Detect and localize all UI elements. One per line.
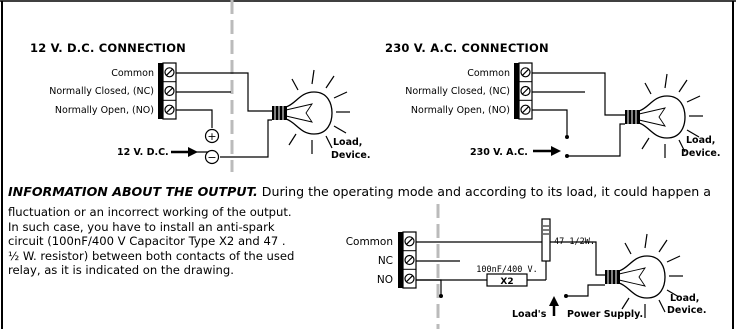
output-info-line-3: In such case, you have to install an ant… xyxy=(8,219,275,234)
ac-supply-label: 230 V. A.C. xyxy=(470,147,528,158)
output-info-line-5: ½ W. resistor) between both contacts of … xyxy=(8,248,295,263)
dc-terminal-block xyxy=(157,62,177,120)
resistor-value-label: 47 1/2W. xyxy=(554,237,595,247)
dc-connection-title: 12 V. D.C. CONNECTION xyxy=(30,41,187,55)
power-supply-arrow-icon xyxy=(549,296,559,306)
snubber-wiring-diagram: Common NC NO X2 100nF/40 xyxy=(346,218,706,320)
dc-terminal-nc-label: Normally Closed, (NC) xyxy=(49,86,154,97)
ac-load-label: Load, xyxy=(686,135,715,146)
dc-minus-symbol: − xyxy=(207,151,216,164)
dc-plus-terminal xyxy=(204,128,220,144)
dc-terminal-no-label: Normally Open, (NO) xyxy=(55,105,154,116)
dc-terminal-common-label: Common xyxy=(111,68,154,79)
ac-terminal-no-label: Normally Open, (NO) xyxy=(411,105,510,116)
snubber-device-label: Device. xyxy=(667,305,706,316)
ac-device-label: Device. xyxy=(681,148,720,159)
capacitor-value-label: 100nF/400 V. xyxy=(476,265,537,275)
loads-label: Load's xyxy=(512,309,547,320)
dc-load-label: Load, xyxy=(333,137,362,148)
capacitor-type-label: X2 xyxy=(500,277,513,287)
ac-terminal-block xyxy=(513,62,533,120)
snubber-load-label: Load, xyxy=(670,293,699,304)
output-info-heading-line: INFORMATION ABOUT THE OUTPUT. During the… xyxy=(8,184,711,199)
ac-wiring-diagram: Common Normally Closed, (NC) Normally Op… xyxy=(405,62,720,159)
dc-device-label: Device. xyxy=(331,150,370,161)
output-info-line-2: fluctuation or an incorrect working of t… xyxy=(8,205,292,219)
dc-plus-symbol: + xyxy=(207,130,216,143)
output-info-line-1: During the operating mode and according … xyxy=(257,184,711,199)
dc-wiring-diagram: Common Normally Closed, (NC) Normally Op… xyxy=(49,62,370,165)
snubber-terminal-nc-label: NC xyxy=(378,255,393,267)
output-info-line-4: circuit (100nF/400 V Capacitor Type X2 a… xyxy=(8,234,286,248)
resistor-symbol xyxy=(541,218,551,262)
dc-minus-terminal xyxy=(204,149,220,165)
power-supply-label: Power Supply. xyxy=(567,309,643,320)
snubber-terminal-common-label: Common xyxy=(346,236,393,248)
snubber-terminal-block xyxy=(397,231,417,289)
ac-arrow-icon xyxy=(551,146,561,156)
ac-connection-title: 230 V. A.C. CONNECTION xyxy=(385,41,549,55)
dc-arrow-icon xyxy=(188,147,198,157)
output-info-heading: INFORMATION ABOUT THE OUTPUT. xyxy=(8,184,258,199)
capacitor-symbol xyxy=(486,273,528,287)
dc-supply-label: 12 V. D.C. xyxy=(117,147,169,158)
output-info-line-6: relay, as it is indicated on the drawing… xyxy=(8,263,234,277)
snubber-terminal-no-label: NO xyxy=(377,274,393,286)
ac-terminal-nc-label: Normally Closed, (NC) xyxy=(405,86,510,97)
output-info-paragraph: fluctuation or an incorrect working of t… xyxy=(8,205,294,278)
ac-terminal-common-label: Common xyxy=(467,68,510,79)
